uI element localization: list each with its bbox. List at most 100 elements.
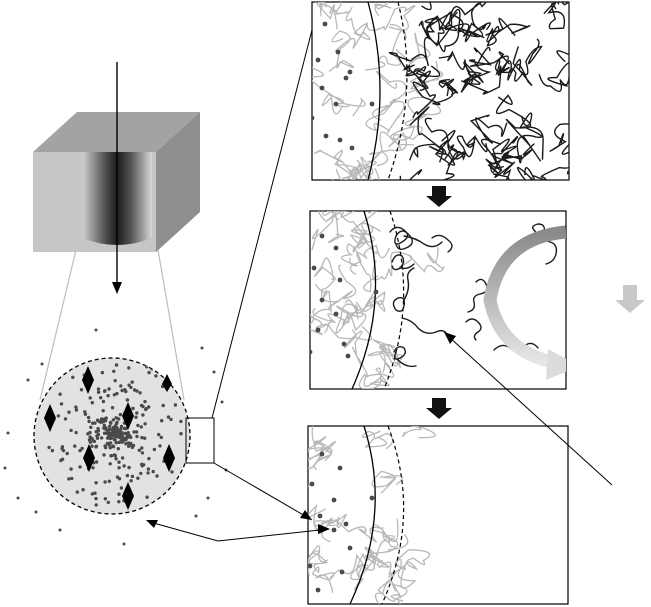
particle-dot: [140, 463, 143, 466]
particle-dot: [58, 393, 61, 396]
particle-dot: [131, 475, 134, 478]
particle-dot: [113, 393, 116, 396]
particle-dot: [59, 529, 62, 532]
particle-dot: [95, 503, 98, 506]
particle-dot: [74, 431, 77, 434]
particle-dot: [103, 432, 106, 435]
particle-dot: [153, 448, 156, 451]
particle-dot: [94, 481, 97, 484]
particle-dot: [104, 497, 107, 500]
particle-dot: [95, 329, 98, 332]
particle-dot: [338, 138, 343, 143]
particle-dot: [312, 266, 317, 271]
particle-dot: [103, 390, 106, 393]
particle-dot: [102, 400, 105, 403]
particle-dot: [334, 102, 339, 107]
particle-dot: [320, 298, 325, 303]
particle-dot: [152, 470, 155, 473]
particle-dot: [89, 435, 92, 438]
detail-line-to-panel: [212, 30, 312, 418]
particle-dot: [108, 480, 111, 483]
particle-dot: [111, 406, 114, 409]
particle-dot: [195, 515, 198, 518]
particle-dot: [146, 471, 149, 474]
particle-dot: [370, 496, 375, 501]
particle-dot: [139, 472, 142, 475]
particle-dot: [143, 422, 146, 425]
particle-dot: [89, 441, 92, 444]
particle-dot: [80, 388, 83, 391]
particle-dot: [64, 417, 67, 420]
particle-dot: [116, 435, 119, 438]
particle-dot: [129, 442, 132, 445]
pointer-line-particle: [218, 530, 320, 541]
particle-dot: [138, 449, 141, 452]
particle-dot: [103, 480, 106, 483]
particle-dot: [141, 413, 144, 416]
particle-dot: [143, 437, 146, 440]
particle-dot: [97, 429, 100, 432]
particle-dot: [140, 446, 143, 449]
particle-dot: [97, 387, 100, 390]
particle-dot: [73, 444, 76, 447]
particle-dot: [97, 391, 100, 394]
particle-dot: [138, 391, 141, 394]
particle-dot: [100, 436, 103, 439]
particle-dot: [348, 70, 353, 75]
particle-dot: [121, 456, 124, 459]
particle-dot: [120, 389, 123, 392]
particle-dot: [179, 420, 182, 423]
particle-dot: [320, 452, 325, 457]
particle-dot: [316, 58, 321, 63]
particle-dot: [62, 449, 65, 452]
particle-dot: [114, 416, 117, 419]
particle-dot: [147, 457, 150, 460]
particle-dot: [162, 404, 165, 407]
particle-dot: [109, 421, 112, 424]
particle-dot: [324, 134, 329, 139]
panel-frame: [308, 426, 568, 604]
particle-dot: [109, 446, 112, 449]
particle-dot: [27, 379, 30, 382]
particle-dot: [147, 467, 150, 470]
probe-arrow-head: [112, 282, 122, 294]
particle-dot: [89, 426, 92, 429]
particle-dot: [140, 436, 143, 439]
particle-dot: [94, 497, 97, 500]
detail-box: [186, 418, 214, 463]
particle-dot: [127, 366, 130, 369]
particle-dot: [346, 354, 351, 359]
particle-dot: [344, 522, 349, 527]
particle-dot: [81, 488, 84, 491]
magnified-region: [4, 329, 228, 546]
particle-dot: [89, 396, 92, 399]
particle-dot: [123, 543, 126, 546]
particle-dot: [117, 500, 120, 503]
particle-dot: [136, 424, 139, 427]
particle-dot: [69, 429, 72, 432]
particle-dot: [160, 419, 163, 422]
particle-dot: [74, 405, 77, 408]
particle-dot: [57, 414, 60, 417]
particle-dot: [129, 479, 132, 482]
particle-dot: [103, 417, 106, 420]
particle-dot: [71, 376, 74, 379]
particle-dot: [127, 384, 130, 387]
particle-dot: [124, 390, 127, 393]
panel-stage-2: [304, 196, 580, 393]
particle-dot: [51, 449, 54, 452]
particle-dot: [147, 371, 150, 374]
particle-dot: [370, 102, 375, 107]
particle-dot: [107, 436, 110, 439]
particle-dot: [70, 477, 73, 480]
particle-dot: [84, 413, 87, 416]
particle-dot: [59, 459, 62, 462]
particle-dot: [93, 440, 96, 443]
particle-dot: [91, 492, 94, 495]
particle-dot: [308, 564, 313, 569]
particle-dot: [174, 403, 177, 406]
faded-down-arrow: [615, 285, 645, 313]
particle-dot: [201, 347, 204, 350]
particle-dot: [157, 433, 160, 436]
particle-dot: [143, 400, 146, 403]
